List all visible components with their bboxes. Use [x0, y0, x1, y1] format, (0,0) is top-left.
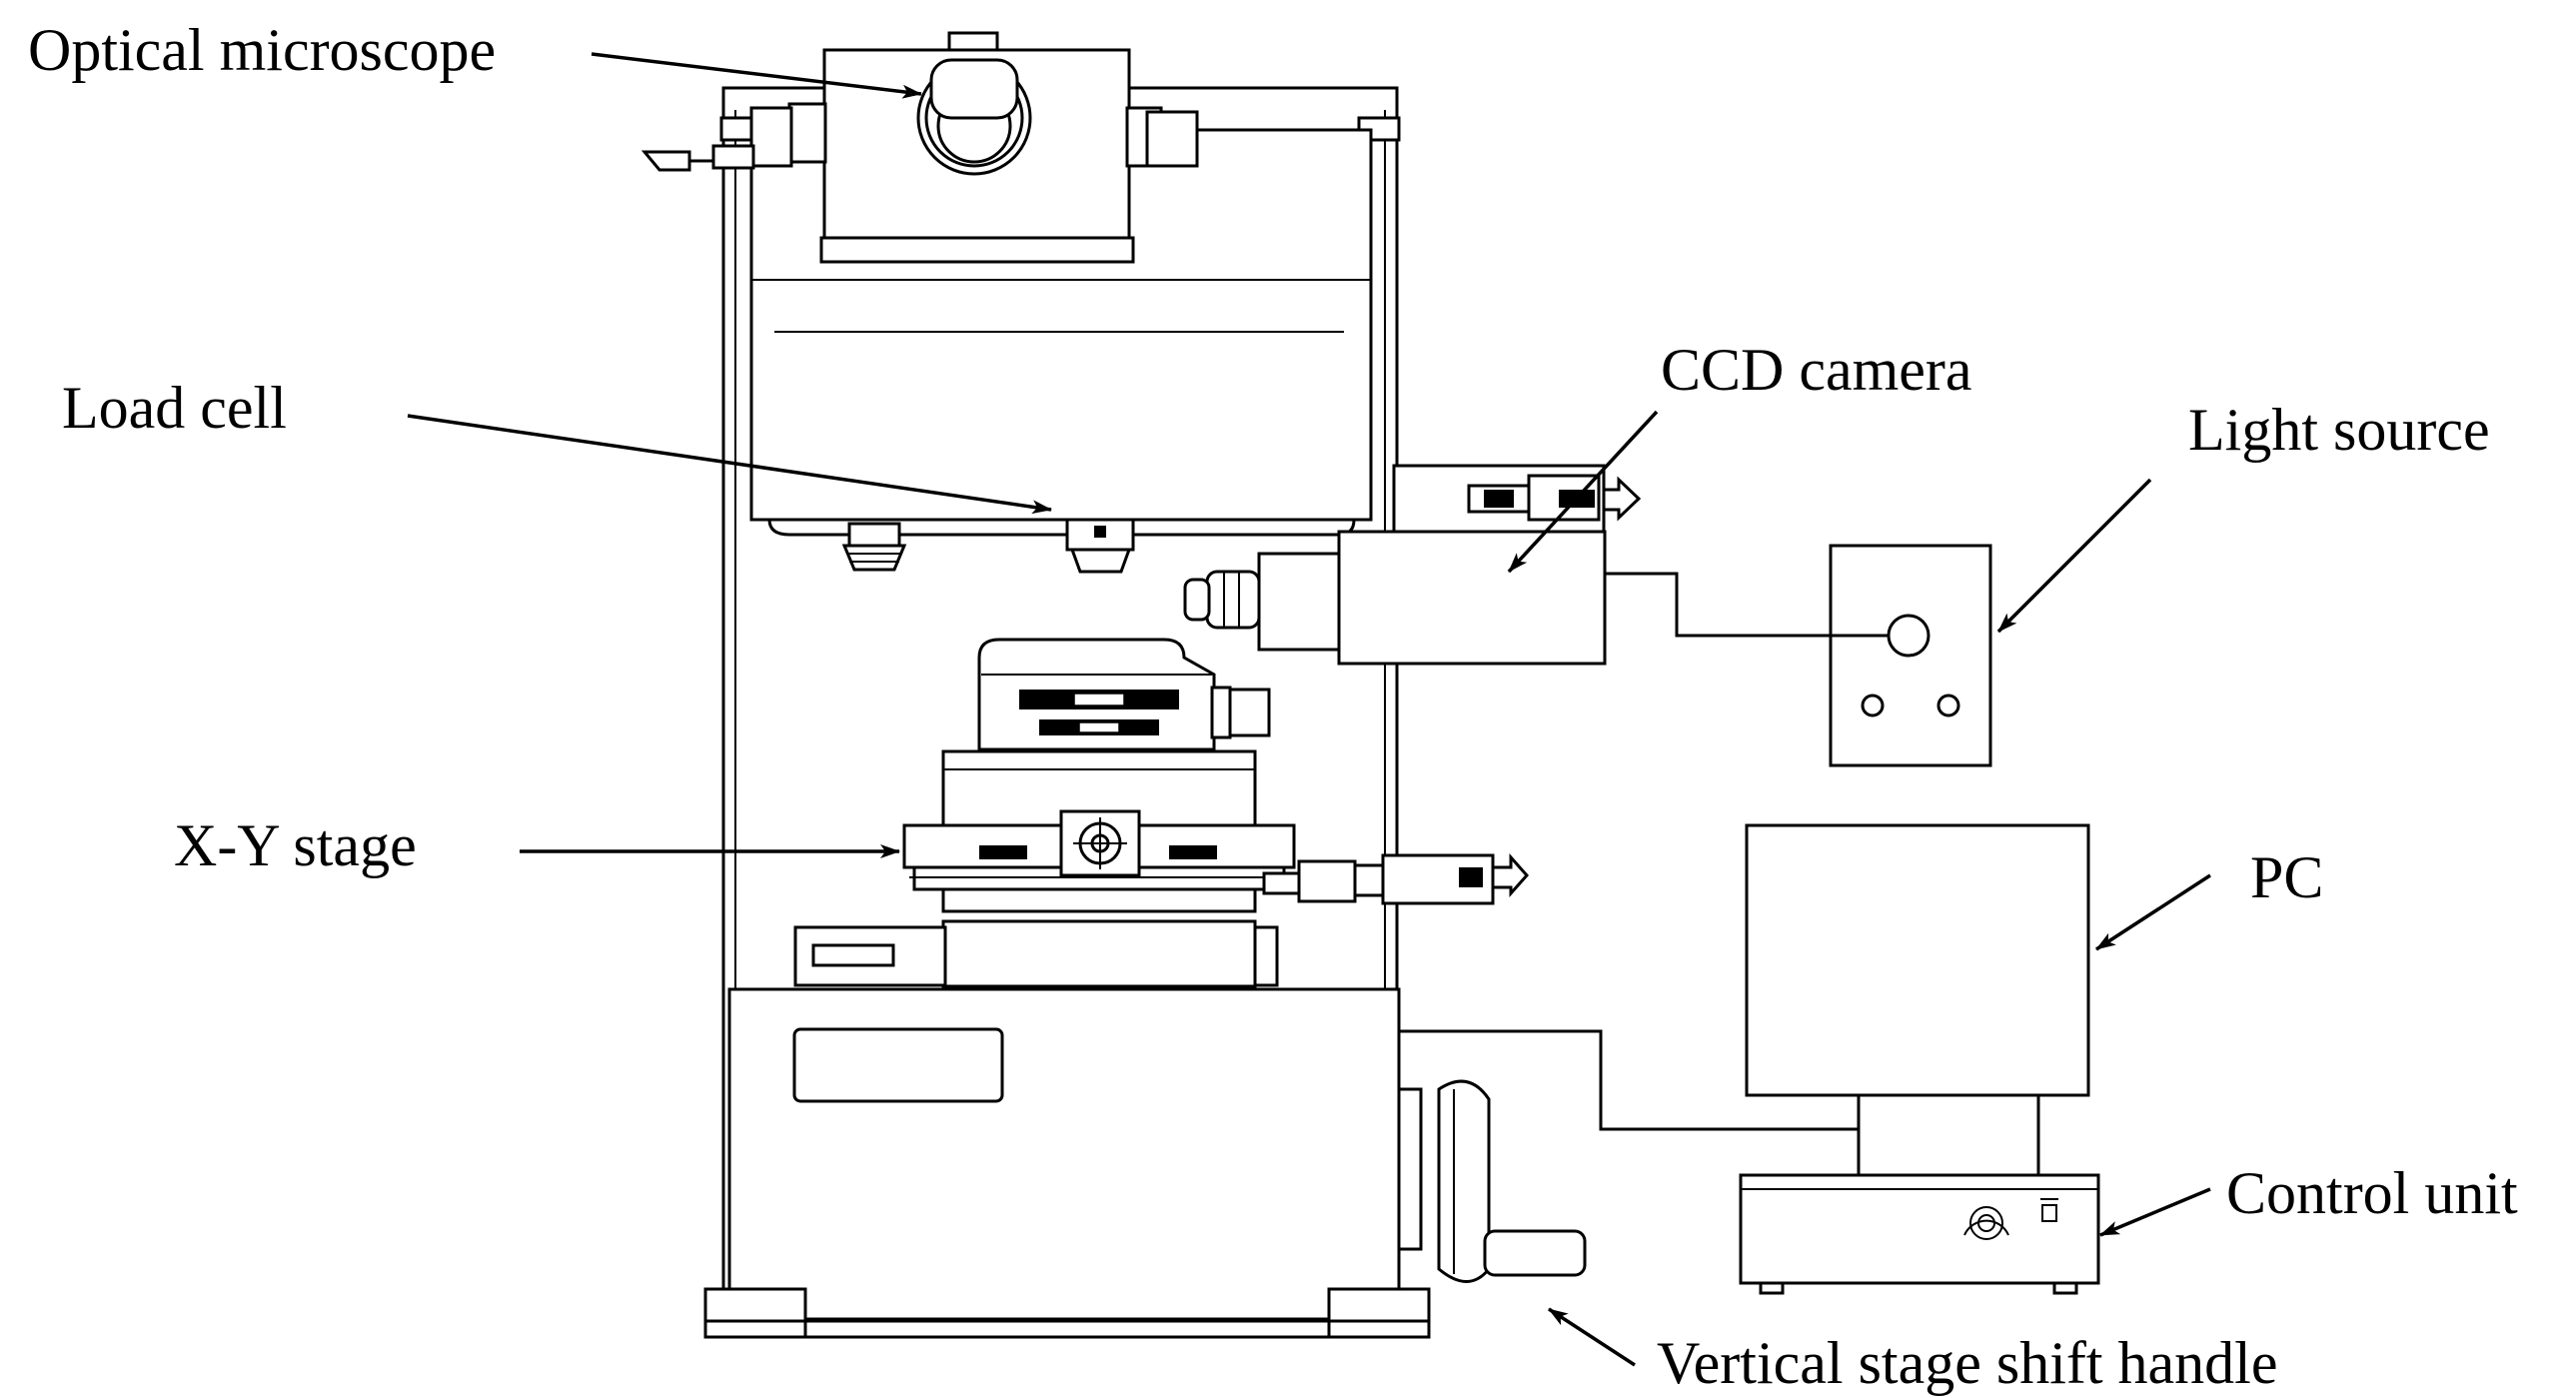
label-vertical-handle: Vertical stage shift handle	[1657, 1330, 2277, 1396]
label-light-source: Light source	[2188, 397, 2490, 463]
pc	[1745, 823, 2090, 1175]
arrow-load-cell	[407, 414, 1052, 515]
xy-stage	[793, 638, 1530, 988]
control-knob-icon	[1963, 1206, 2009, 1240]
ccd-camera	[1183, 464, 1642, 666]
arrow-pc	[2095, 873, 2211, 951]
base-unit	[703, 987, 1431, 1339]
stage-reticle	[1059, 809, 1141, 877]
cables	[1399, 572, 1889, 1175]
vertical-handle	[1397, 1079, 1587, 1283]
arrow-control-unit	[2099, 1187, 2211, 1237]
label-pc: PC	[2250, 844, 2323, 910]
optical-microscope	[641, 31, 1199, 264]
load-cell	[1065, 518, 1135, 574]
arrow-ccd-camera	[1507, 410, 1659, 574]
light-source	[1829, 544, 1992, 767]
arrow-optical-microscope	[591, 52, 922, 99]
label-load-cell: Load cell	[62, 375, 287, 441]
label-ccd-camera: CCD camera	[1661, 337, 1972, 403]
control-switch-icon	[2040, 1198, 2058, 1222]
control-unit	[1739, 1173, 2100, 1295]
leader-arrows	[407, 52, 2211, 1367]
labels: Optical microscope Load cell CCD camera …	[28, 17, 2518, 1396]
label-xy-stage: X-Y stage	[174, 812, 417, 878]
label-control-unit: Control unit	[2226, 1160, 2518, 1226]
label-optical-microscope: Optical microscope	[28, 17, 496, 83]
head-foot-left	[841, 522, 907, 572]
arrow-vertical-handle	[1548, 1307, 1636, 1367]
stage-micrometer	[1262, 853, 1530, 905]
arrow-light-source	[1996, 478, 2152, 634]
